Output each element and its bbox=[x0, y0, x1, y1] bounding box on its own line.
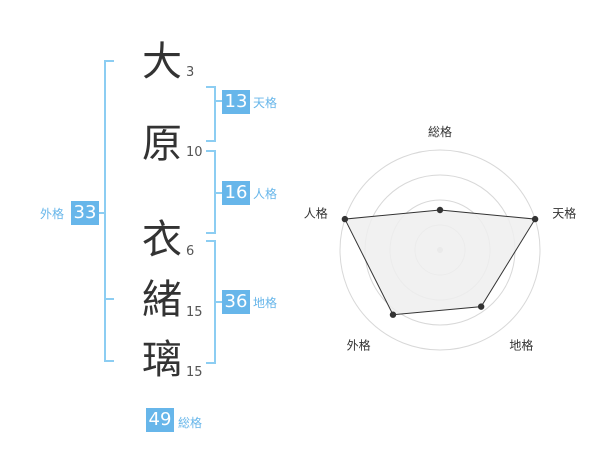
tenkaku-value: 13 bbox=[222, 90, 250, 114]
chikaku-label: 地格 bbox=[253, 296, 278, 310]
radar-point-3 bbox=[477, 303, 485, 310]
radar-point-1 bbox=[436, 206, 444, 214]
name-char-1: 大 bbox=[142, 39, 182, 85]
jinkaku-bracket bbox=[206, 150, 216, 234]
jinkaku-label: 人格 bbox=[253, 187, 278, 201]
soukaku-label: 総格 bbox=[178, 416, 203, 430]
jinkaku-value: 16 bbox=[222, 181, 250, 205]
radar-axis-label-3: 地格 bbox=[509, 337, 533, 352]
gaikaku-bracket-link bbox=[96, 212, 106, 214]
chikaku-link bbox=[216, 301, 222, 303]
jinkaku-link bbox=[216, 192, 222, 194]
stroke-count-2: 10 bbox=[186, 145, 203, 160]
tenkaku-bracket bbox=[206, 86, 216, 142]
chikaku-value: 36 bbox=[222, 290, 250, 314]
name-char-2: 原 bbox=[142, 121, 182, 167]
stroke-count-3: 6 bbox=[186, 244, 195, 259]
gaikaku-bracket-tick bbox=[104, 298, 114, 300]
radar-point-2 bbox=[531, 215, 539, 223]
chikaku-bracket bbox=[206, 240, 216, 364]
radar-axis-label-4: 外格 bbox=[347, 337, 371, 352]
stroke-count-1: 3 bbox=[186, 65, 195, 80]
name-char-5: 璃 bbox=[142, 337, 182, 383]
radar-point-5 bbox=[341, 215, 349, 223]
radar-series-area bbox=[344, 209, 536, 316]
gaikaku-bracket bbox=[104, 60, 114, 362]
radar-axis-label-1: 総格 bbox=[428, 124, 452, 139]
soukaku-value: 49 bbox=[146, 408, 174, 432]
name-char-3: 衣 bbox=[142, 217, 182, 263]
radar-grid-ring bbox=[339, 149, 541, 351]
tenkaku-label: 天格 bbox=[253, 96, 278, 110]
name-char-4: 緒 bbox=[142, 277, 182, 323]
radar-axis-label-5: 人格 bbox=[304, 206, 328, 221]
stroke-count-4: 15 bbox=[186, 305, 203, 320]
radar-axis-label-2: 天格 bbox=[552, 206, 576, 221]
radar-point-4 bbox=[389, 311, 397, 318]
gaikaku-label: 外格 bbox=[40, 207, 65, 221]
gaikaku-value: 33 bbox=[71, 201, 99, 225]
tenkaku-link bbox=[216, 100, 222, 102]
stroke-count-5: 15 bbox=[186, 365, 203, 380]
